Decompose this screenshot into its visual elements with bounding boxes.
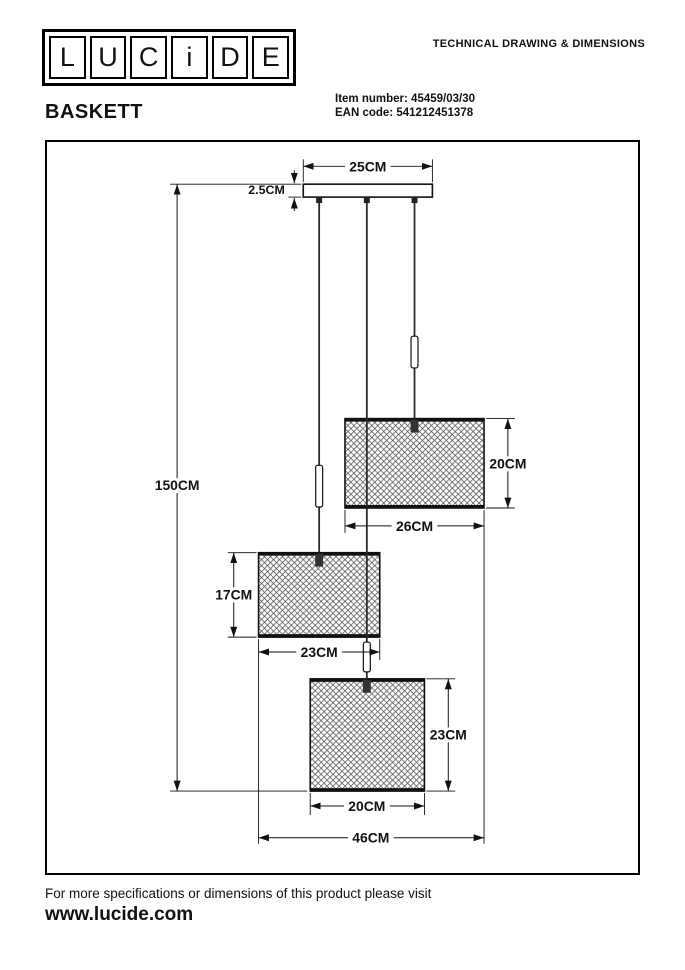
- ceiling-canopy: [302, 183, 434, 204]
- ean-label: EAN code:: [335, 107, 394, 119]
- shade-middle: [257, 551, 381, 638]
- dim-label-bottom-shade-height: 23CM: [430, 726, 467, 742]
- shade-top: [344, 417, 485, 509]
- product-name: BASKETT: [45, 101, 143, 123]
- dim-total-width: 46CM: [258, 509, 485, 846]
- logo-letter: U: [89, 36, 127, 79]
- product-codes: Item number: 45459/03/30 EAN code: 54121…: [335, 92, 475, 120]
- dim-label-middle-shade-width: 23CM: [301, 644, 338, 660]
- ean-row: EAN code: 541212451378: [335, 106, 475, 120]
- cord-adjuster-center: [362, 641, 371, 673]
- logo-letter: E: [252, 36, 290, 79]
- dim-bottom-shade-width: 20CM: [309, 793, 425, 815]
- dim-top-shade-width: 26CM: [344, 509, 485, 534]
- dim-top-shade-height: 20CM: [485, 418, 531, 509]
- technical-drawing-frame: 25CM 2.5CM 150CM 20CM: [45, 140, 640, 875]
- dim-total-drop: 150CM: [149, 183, 308, 792]
- item-number-row: Item number: 45459/03/30: [335, 92, 475, 106]
- footer-website: www.lucide.com: [45, 904, 194, 925]
- lucide-logo: L U C i D E: [42, 29, 296, 86]
- dim-label-total-drop: 150CM: [155, 477, 200, 493]
- dim-bottom-shade-height: 23CM: [425, 678, 472, 792]
- dim-ceiling-width: 25CM: [302, 158, 433, 183]
- dim-label-bottom-shade-width: 20CM: [348, 798, 385, 814]
- ean-value: 541212451378: [396, 107, 474, 119]
- dim-middle-shade-width: 23CM: [258, 639, 381, 660]
- dim-label-ceiling-width: 25CM: [349, 158, 386, 174]
- item-number-value: 45459/03/30: [411, 93, 475, 105]
- shade-bottom: [309, 678, 426, 792]
- lamp-sockets: [315, 419, 419, 693]
- logo-letter: C: [130, 36, 168, 79]
- cord-adjuster-left: [315, 464, 324, 508]
- item-number-label: Item number:: [335, 93, 408, 105]
- dim-label-top-shade-width: 26CM: [396, 518, 433, 534]
- dim-label-total-width: 46CM: [352, 830, 389, 846]
- page-tagline: TECHNICAL DRAWING & DIMENSIONS: [432, 38, 645, 50]
- logo-letter: D: [211, 36, 249, 79]
- logo-letter: L: [49, 36, 86, 79]
- dim-label-canopy-height: 2.5CM: [248, 183, 285, 197]
- dim-label-top-shade-height: 20CM: [489, 455, 526, 471]
- dim-label-middle-shade-height: 17CM: [215, 586, 252, 602]
- pendant-lamp-drawing: 25CM 2.5CM 150CM 20CM: [149, 158, 531, 846]
- footer-note: For more specifications or dimensions of…: [45, 886, 432, 901]
- cord-adjuster-right: [410, 335, 419, 369]
- dim-canopy-height: 2.5CM: [248, 170, 302, 212]
- logo-letter: i: [171, 36, 208, 79]
- dim-middle-shade-height: 17CM: [210, 552, 257, 638]
- footer: For more specifications or dimensions of…: [45, 886, 431, 926]
